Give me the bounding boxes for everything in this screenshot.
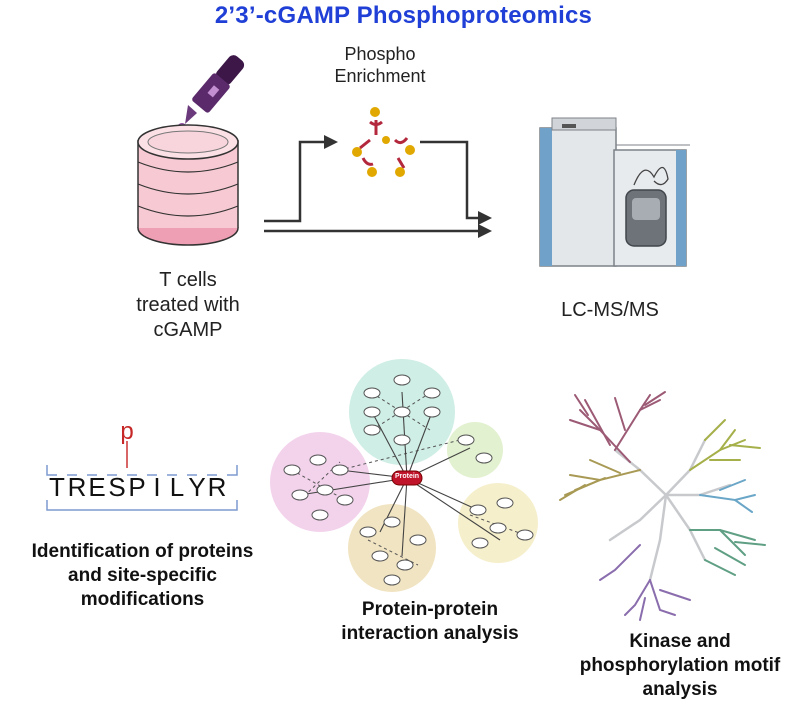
workflow-arrows <box>264 140 478 233</box>
panel3-line1: Kinase and <box>629 631 731 652</box>
panel2-line1: Protein-protein <box>361 599 499 620</box>
enrichment-label: Phospho Enrichment <box>300 43 460 87</box>
peptide-residue: S <box>108 472 126 502</box>
peptide-residue: P <box>128 472 146 502</box>
cells-label-line3: cGAMP <box>153 319 223 341</box>
enrichment-label-line1: Phospho <box>344 44 416 64</box>
panel-kinase-caption: Kinase and phosphorylation motif analysi… <box>550 630 807 702</box>
peptide-residue: Y <box>188 472 206 502</box>
page-title: 2’3’-cGAMP Phosphoproteomics <box>214 2 593 29</box>
mass-spectrometer-icon <box>539 117 690 267</box>
panel1-line1: Identification of proteins <box>31 541 254 562</box>
dropper-icon <box>177 55 245 133</box>
panel3-line3: analysis <box>642 679 718 700</box>
phospho-mark: p <box>120 418 134 445</box>
panel1-line2: and site-specific <box>68 565 217 586</box>
peptide-sequence-graphic <box>46 441 238 511</box>
peptide-residue: R <box>207 472 227 502</box>
arrow-head-enrichment <box>324 135 338 149</box>
phosphopeptide-icon <box>352 107 415 177</box>
network-diagram-icon <box>270 359 538 592</box>
panel3-line2: phosphorylation motif <box>579 655 781 676</box>
panel2-line2: interaction analysis <box>341 623 519 644</box>
panel-interaction-caption: Protein-protein interaction analysis <box>300 598 560 646</box>
arrow-head-lower <box>478 224 492 238</box>
cells-label-line2: treated with <box>136 294 240 316</box>
peptide-residue: I <box>153 472 161 502</box>
panel1-line3: modifications <box>80 589 205 610</box>
cells-label-line1: T cells <box>159 269 217 291</box>
arrow-head-upper <box>478 211 492 225</box>
peptide-residue: L <box>169 472 185 502</box>
cell-dish-icon <box>137 124 239 246</box>
peptide-residue: T <box>49 472 65 502</box>
kinome-tree-icon <box>559 391 766 621</box>
cells-label: T cells treated with cGAMP <box>118 268 258 343</box>
network-center-label: Protein <box>394 473 420 480</box>
enrichment-label-line2: Enrichment <box>334 66 426 86</box>
peptide-residue: R <box>67 472 87 502</box>
peptide-sequence: T R E S P I L Y R <box>47 472 247 502</box>
peptide-residue: E <box>88 472 106 502</box>
panel-identification-caption: Identification of proteins and site-spec… <box>0 540 285 612</box>
instrument-label: LC-MS/MS <box>561 299 659 321</box>
